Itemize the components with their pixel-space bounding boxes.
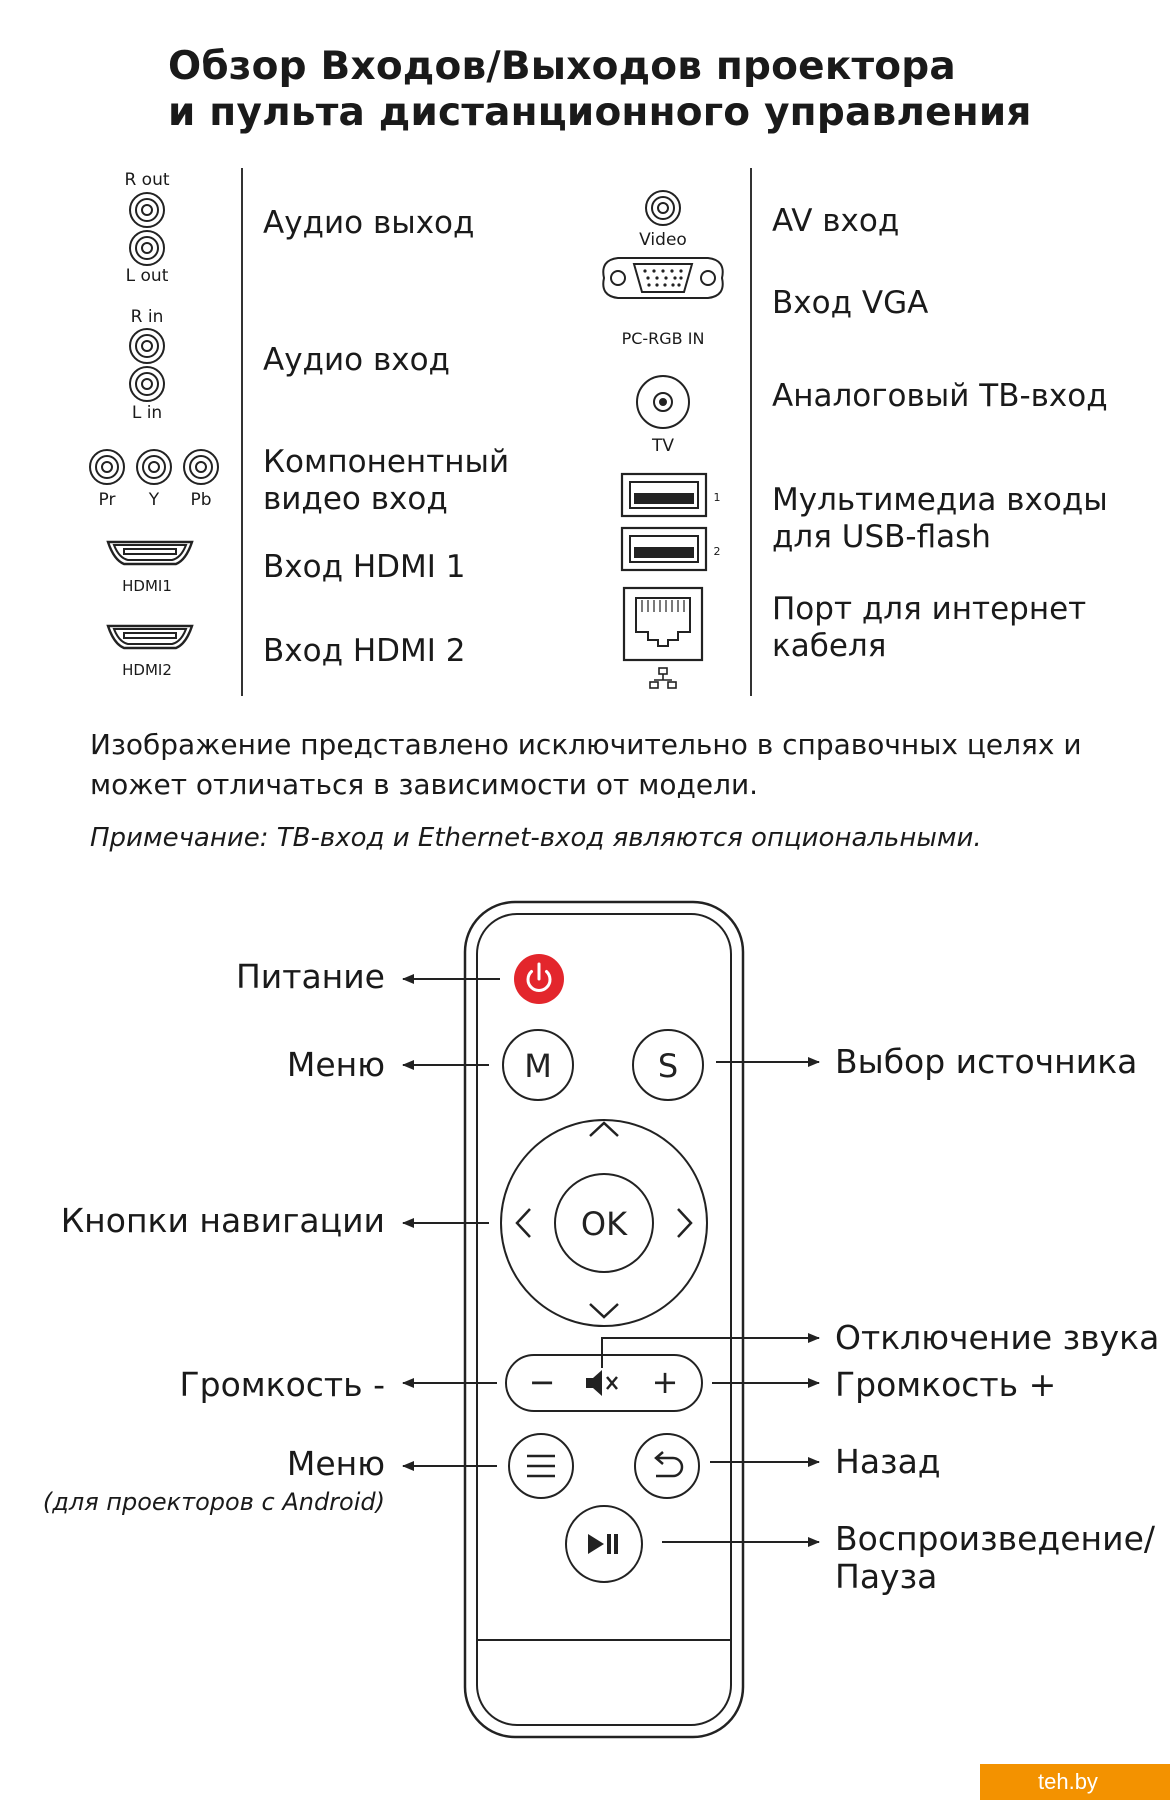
l-out-caption: L out bbox=[125, 266, 169, 286]
volume-rocker[interactable]: − + bbox=[505, 1354, 703, 1412]
vga-in-label: Вход VGA bbox=[772, 285, 929, 321]
hdmi2-port-icon bbox=[106, 624, 194, 650]
teh-by-logo: teh.by bbox=[980, 1764, 1170, 1800]
y-jack-icon bbox=[136, 449, 172, 485]
mute-icon[interactable] bbox=[586, 1370, 618, 1396]
dpad[interactable] bbox=[500, 1119, 708, 1327]
usb2-port-icon bbox=[620, 526, 708, 572]
lan-label: Порт для интернет кабеля bbox=[772, 591, 1086, 665]
android-menu-button[interactable] bbox=[508, 1433, 574, 1499]
hdmi2-label: Вход HDMI 2 bbox=[263, 633, 466, 669]
lan-label-line-1: Порт для интернет bbox=[772, 591, 1087, 627]
ethernet-port-icon bbox=[622, 586, 704, 662]
disclaimer-text: Изображение представлено исключительно в… bbox=[90, 728, 1082, 801]
hdmi1-port-icon bbox=[106, 540, 194, 566]
menu-label: Меню bbox=[286, 1045, 385, 1084]
hdmi2-caption: HDMI2 bbox=[122, 661, 172, 679]
volume-down-button[interactable]: − bbox=[529, 1363, 556, 1401]
android-menu-label: Меню bbox=[286, 1444, 385, 1483]
page-title: Обзор Входов/Выходов проектора и пульта … bbox=[168, 44, 1032, 136]
left-divider bbox=[241, 168, 243, 696]
hdmi1-caption: HDMI1 bbox=[122, 577, 172, 595]
component-label: Компонентный видео вход bbox=[263, 444, 509, 518]
pb-caption: Pb bbox=[190, 490, 212, 510]
usb1-port-icon bbox=[620, 472, 708, 518]
component-label-line-1: Компонентный bbox=[263, 444, 510, 480]
back-button[interactable] bbox=[634, 1433, 700, 1499]
remote-diagram: M S OK − + bbox=[402, 900, 820, 1739]
tv-coax-icon bbox=[636, 375, 690, 429]
pb-jack-icon bbox=[183, 449, 219, 485]
arrow-up-icon bbox=[589, 1121, 619, 1137]
volume-down-label: Громкость - bbox=[179, 1365, 386, 1404]
usb2-caption: 2 bbox=[713, 545, 721, 558]
ok-button[interactable]: OK bbox=[554, 1173, 654, 1273]
r-in-caption: R in bbox=[130, 307, 164, 327]
play-pause-label-line-2: Пауза bbox=[835, 1557, 938, 1596]
l-in-jack-icon bbox=[129, 366, 165, 402]
usb-label: Мультимедиа входы для USB-flash bbox=[772, 482, 1108, 556]
source-button[interactable]: S bbox=[632, 1029, 704, 1101]
ok-button-label: OK bbox=[581, 1205, 628, 1243]
arrow-left-icon bbox=[515, 1208, 531, 1238]
network-icon bbox=[649, 667, 677, 689]
mute-label: Отключение звука bbox=[835, 1318, 1160, 1357]
arrow-right-icon bbox=[677, 1208, 693, 1238]
y-caption: Y bbox=[148, 490, 160, 510]
back-arrow-icon bbox=[656, 1456, 684, 1478]
r-in-jack-icon bbox=[129, 328, 165, 364]
usb-label-line-1: Мультимедиа входы bbox=[772, 482, 1108, 518]
right-port-icons bbox=[602, 190, 724, 689]
play-pause-button[interactable] bbox=[565, 1505, 643, 1583]
source-button-label: S bbox=[658, 1047, 678, 1085]
menu-button-label: M bbox=[524, 1047, 552, 1085]
audio-out-label: Аудио выход bbox=[263, 205, 475, 241]
l-in-caption: L in bbox=[131, 403, 163, 423]
play-pause-label-line-1: Воспроизведение/ bbox=[835, 1519, 1155, 1558]
volume-up-label: Громкость + bbox=[835, 1365, 1057, 1404]
lan-label-line-2: кабеля bbox=[772, 628, 887, 664]
hamburger-icon bbox=[527, 1454, 555, 1478]
title-line-2: и пульта дистанционного управления bbox=[168, 90, 1032, 135]
menu-button[interactable]: M bbox=[502, 1029, 574, 1101]
tv-in-label: Аналоговый ТВ-вход bbox=[772, 378, 1108, 414]
audio-in-label: Аудио вход bbox=[263, 342, 450, 378]
hdmi1-label: Вход HDMI 1 bbox=[263, 549, 466, 585]
component-label-line-2: видео вход bbox=[263, 481, 448, 517]
volume-up-button[interactable]: + bbox=[652, 1363, 679, 1401]
note-text: Примечание: ТВ-вход и Ethernet-вход явля… bbox=[90, 823, 982, 853]
navigation-label: Кнопки навигации bbox=[60, 1201, 385, 1240]
android-menu-sublabel: (для проекторов с Android) bbox=[42, 1488, 385, 1516]
arrow-down-icon bbox=[589, 1303, 619, 1319]
r-out-jack-icon bbox=[129, 192, 165, 228]
l-out-jack-icon bbox=[129, 230, 165, 266]
vga-caption: PC-RGB IN bbox=[621, 329, 705, 348]
usb-label-line-2: для USB-flash bbox=[772, 519, 991, 555]
power-button[interactable] bbox=[514, 954, 564, 1004]
video-jack-icon bbox=[645, 190, 681, 226]
source-label: Выбор источника bbox=[835, 1042, 1138, 1081]
back-label: Назад bbox=[835, 1442, 941, 1481]
video-caption: Video bbox=[639, 230, 687, 250]
tv-caption: TV bbox=[651, 436, 674, 456]
power-icon bbox=[526, 970, 552, 993]
power-label: Питание bbox=[235, 957, 385, 996]
left-port-icons bbox=[89, 192, 219, 650]
right-divider bbox=[750, 168, 752, 696]
pr-caption: Pr bbox=[98, 490, 116, 510]
remote-body bbox=[463, 900, 745, 1739]
usb1-caption: 1 bbox=[713, 491, 721, 504]
av-in-label: AV вход bbox=[772, 203, 900, 239]
title-line-1: Обзор Входов/Выходов проектора bbox=[168, 44, 956, 89]
vga-port-icon bbox=[602, 257, 724, 299]
r-out-caption: R out bbox=[124, 170, 170, 190]
play-pause-label: Воспроизведение/ Пауза bbox=[835, 1520, 1155, 1596]
play-pause-icon bbox=[588, 1534, 604, 1554]
pr-jack-icon bbox=[89, 449, 125, 485]
mute-callout bbox=[601, 1333, 820, 1368]
